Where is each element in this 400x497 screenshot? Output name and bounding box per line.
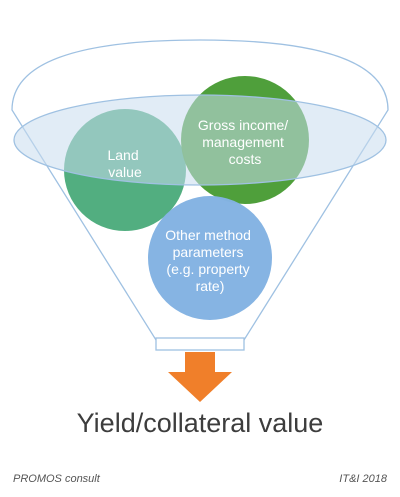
other-parameters-label: Other method parameters (e.g. property r… (165, 227, 255, 294)
land-value-label: Land value (107, 147, 142, 180)
footer-company: PROMOS consult (13, 473, 100, 485)
gross-income-label: Gross income/ management costs (198, 117, 292, 167)
result-label: Yield/collateral value (76, 408, 324, 438)
funnel-neck (155, 337, 245, 351)
footer-event: IT&I 2018 (339, 473, 387, 485)
other-parameters-circle (148, 196, 272, 320)
down-arrow-icon (168, 352, 232, 402)
funnel-rim (13, 94, 387, 186)
